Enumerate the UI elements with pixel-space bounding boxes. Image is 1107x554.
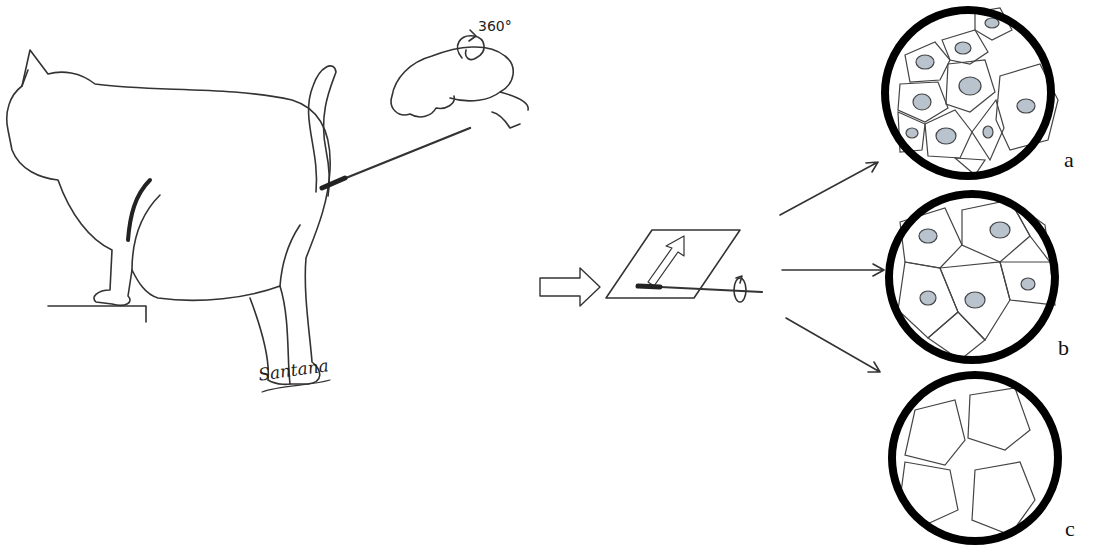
step <box>48 306 146 322</box>
rotation-arrowhead <box>469 30 476 41</box>
slide-swab-tip <box>638 286 660 287</box>
cat-outline <box>7 50 330 384</box>
circle-border <box>892 375 1058 541</box>
sample-circle: a <box>880 5 1056 181</box>
panel-letter: a <box>1064 147 1074 173</box>
swab-tip <box>322 178 345 188</box>
cat-hind-leg <box>280 225 300 286</box>
cat-tail <box>309 66 336 196</box>
circle-outline <box>887 370 1063 546</box>
slide-rotation-head <box>736 276 742 283</box>
hand <box>391 47 528 128</box>
sample-circle: c <box>887 370 1063 546</box>
pointer-arrow <box>786 318 880 372</box>
cat-ear <box>22 70 28 86</box>
rotation-label: 360° <box>478 18 512 34</box>
circle-border <box>889 194 1055 360</box>
hollow-arrow <box>540 268 600 306</box>
cells-c <box>900 388 1035 535</box>
panel-letter: c <box>1065 516 1075 542</box>
swab-stick <box>326 128 470 186</box>
cells-a <box>898 8 1058 175</box>
pointer-arrow <box>782 264 884 276</box>
sample-circle: b <box>884 189 1060 365</box>
circle-outline <box>880 5 1056 181</box>
cat-chest-shadow <box>128 180 150 240</box>
panel-letter: b <box>1058 335 1069 361</box>
circle-border <box>885 10 1051 176</box>
circle-outline <box>884 189 1060 365</box>
pointer-arrow <box>780 162 878 215</box>
slide-arrow <box>648 236 684 286</box>
